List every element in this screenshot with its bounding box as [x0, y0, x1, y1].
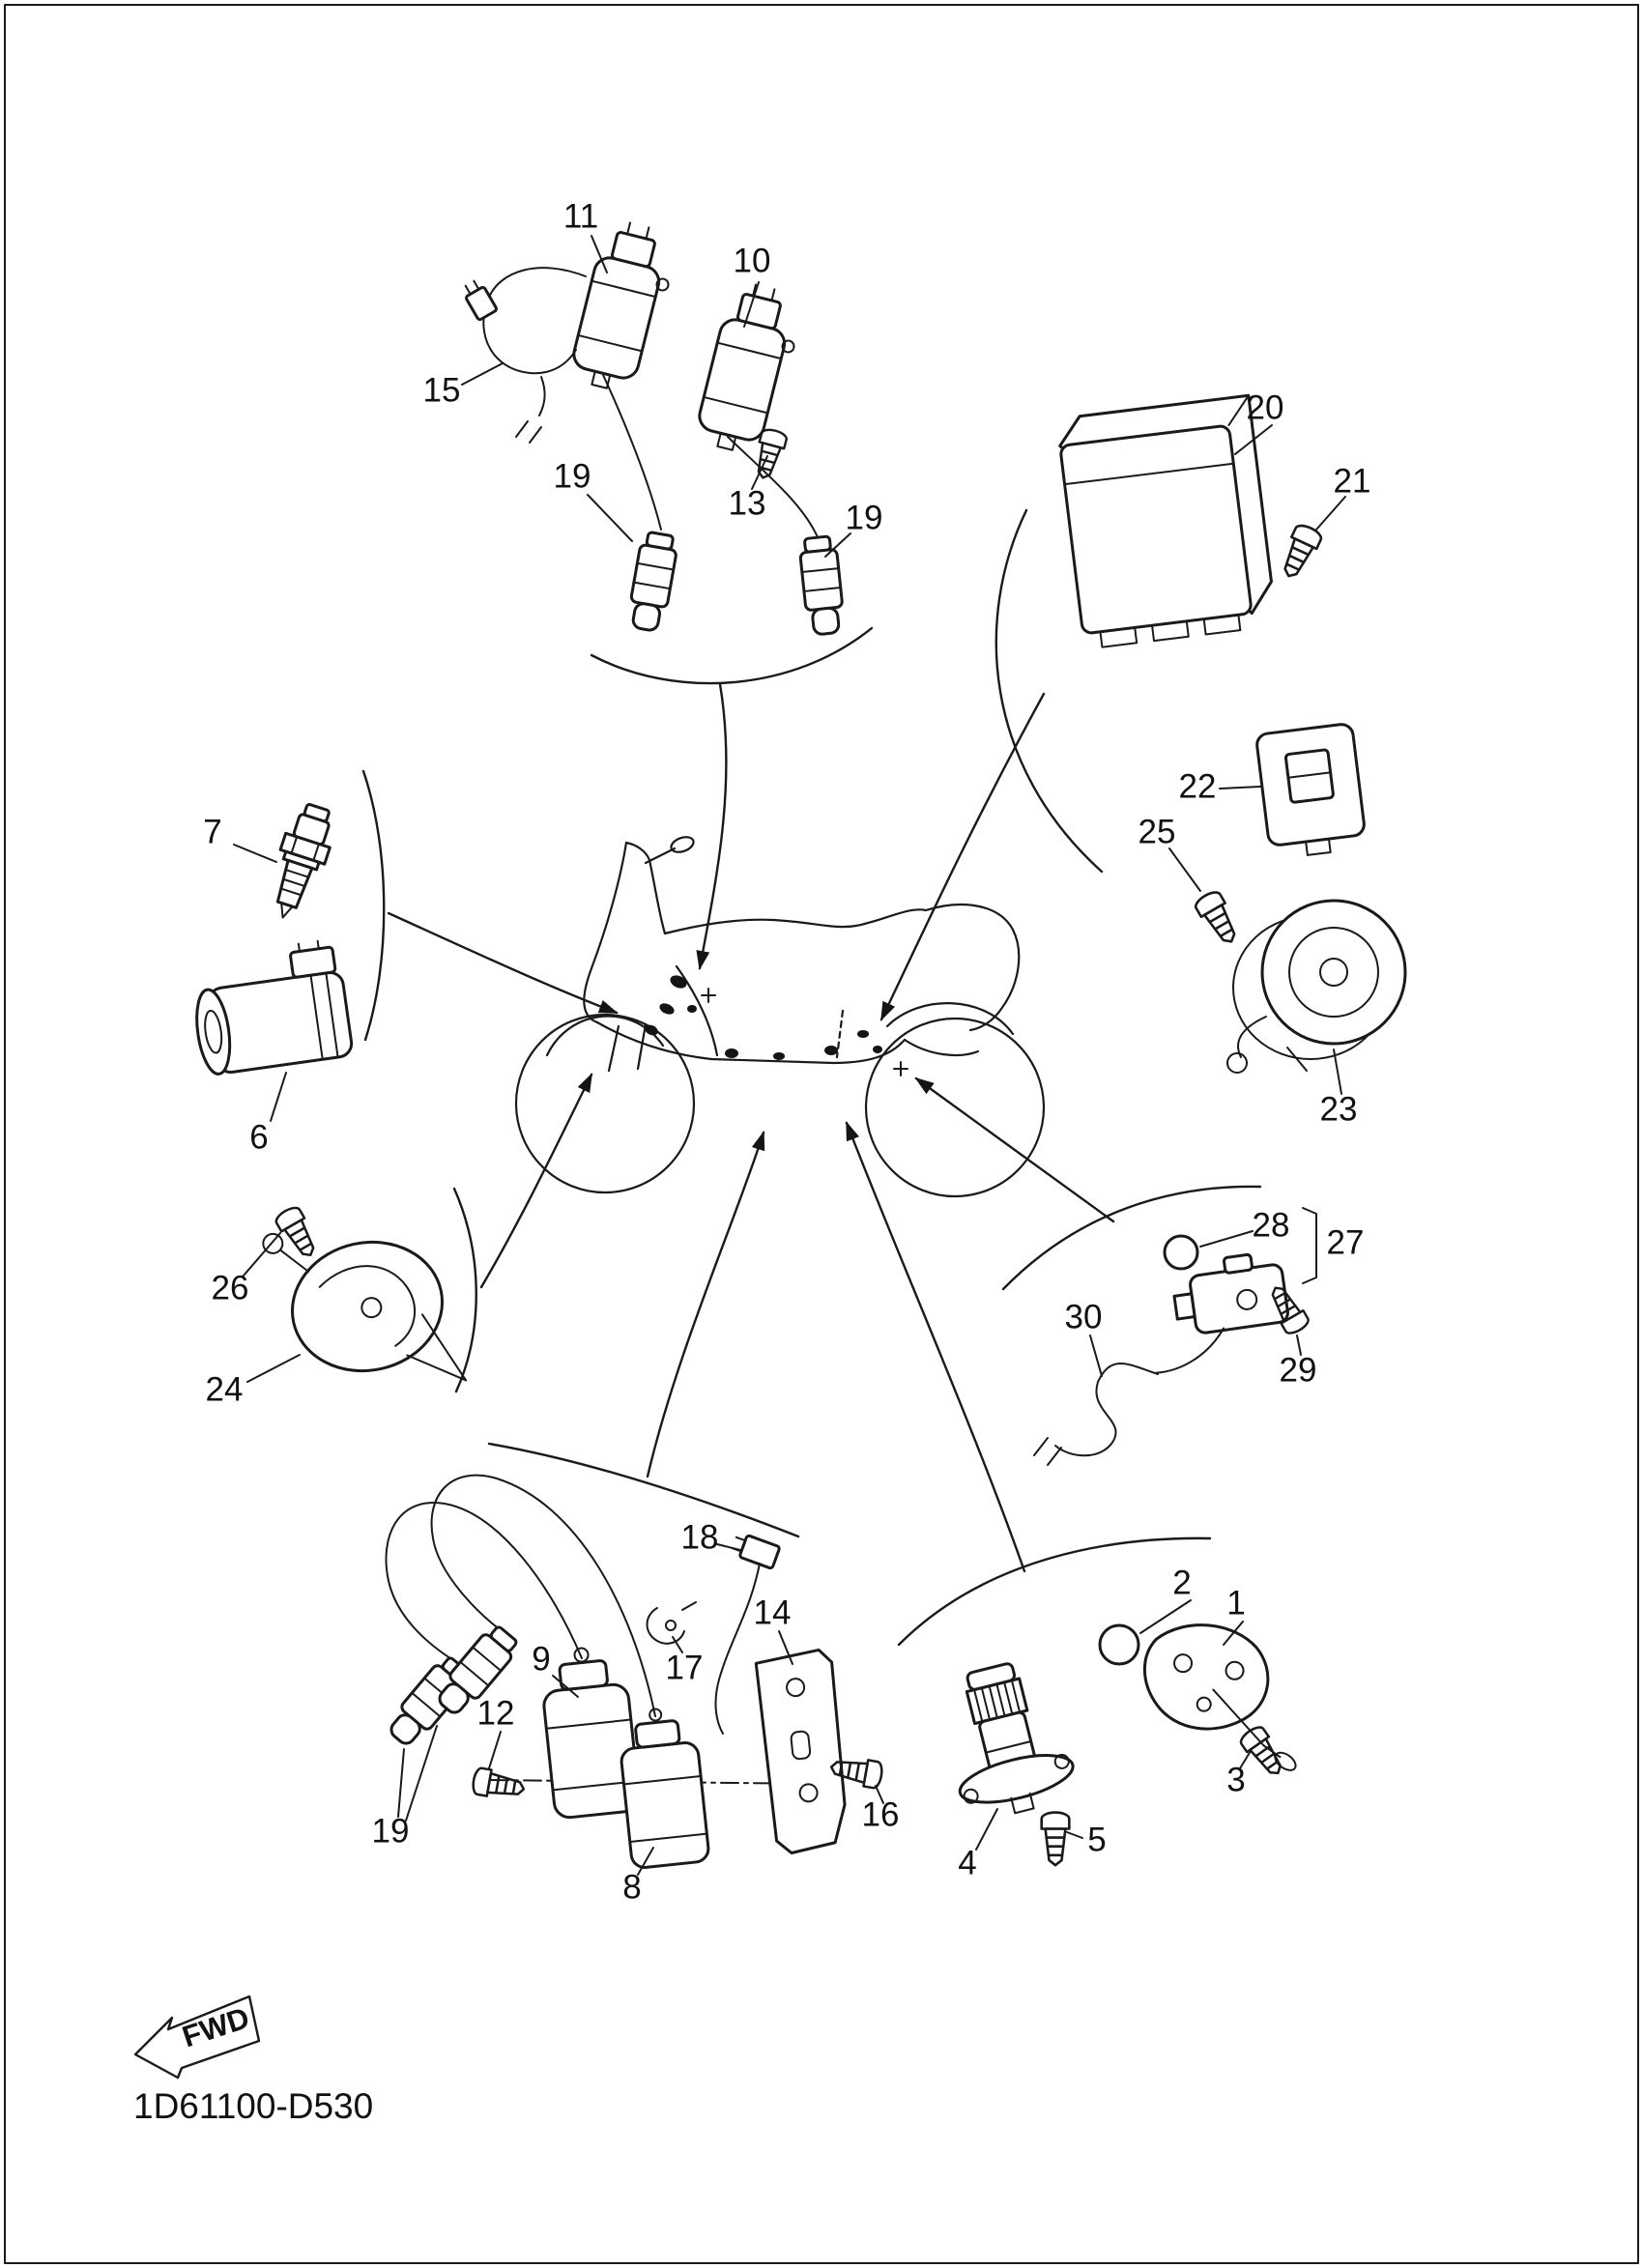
- motorcycle-silhouette: [514, 836, 1046, 1198]
- diagram-code: 1D61100-D530: [133, 2086, 373, 2126]
- spark-plug-lead-right: [727, 436, 848, 638]
- o-ring-2: [1098, 1623, 1140, 1666]
- callout-16: 16: [862, 1795, 900, 1833]
- ecu-unit-20: [1058, 393, 1273, 648]
- location-markers: [645, 975, 908, 1077]
- callout-28: 28: [1253, 1206, 1290, 1244]
- callout-20: 20: [1247, 388, 1284, 426]
- callout-17: 17: [666, 1649, 704, 1686]
- location-arrows: [387, 682, 1115, 1573]
- callout-30: 30: [1065, 1298, 1103, 1335]
- group-brackets: [361, 508, 1262, 1647]
- horn-24: [262, 1232, 468, 1382]
- bracket-left-horn: [452, 1187, 477, 1393]
- callout-15: 15: [423, 371, 461, 409]
- callout-11: 11: [563, 197, 598, 235]
- o-ring-28: [1163, 1234, 1199, 1271]
- callout-25: 25: [1139, 813, 1176, 850]
- callout-21: 21: [1334, 462, 1371, 500]
- wire-30: [1054, 1363, 1159, 1457]
- bottom-coil-group: [382, 1474, 885, 1869]
- callout-5: 5: [1087, 1821, 1106, 1858]
- bolt-12: [470, 1766, 528, 1804]
- bracket-top-coils: [590, 626, 874, 685]
- fuel-sender-assembly: [1033, 1207, 1317, 1466]
- front-wheel: [514, 1013, 696, 1194]
- callout-19a: 19: [554, 457, 591, 495]
- callout-4: 4: [958, 1844, 976, 1881]
- bolt-21: [1275, 521, 1325, 584]
- page-border: [4, 4, 1639, 2264]
- callout-1: 1: [1226, 1584, 1245, 1622]
- callout-6: 6: [249, 1118, 268, 1156]
- pump-4: [958, 1662, 1075, 1815]
- callout-22: 22: [1179, 767, 1217, 805]
- callout-19c: 19: [372, 1812, 410, 1850]
- ignition-coil-10: [698, 283, 795, 451]
- fwd-arrow-icon: FWD: [133, 1995, 261, 2080]
- bolt-5: [1040, 1811, 1071, 1867]
- thermo-switch-7: [275, 802, 331, 919]
- bracket-fuel-pump: [897, 1536, 1212, 1647]
- callout-12: 12: [477, 1694, 515, 1732]
- callout-9: 9: [532, 1640, 550, 1678]
- callout-10: 10: [734, 242, 771, 279]
- callout-26: 26: [212, 1269, 249, 1306]
- callout-2: 2: [1172, 1564, 1191, 1601]
- ignition-coil-11: [572, 221, 670, 389]
- wire-harness-15: [464, 267, 587, 444]
- sender-body: [1154, 1252, 1289, 1374]
- callout-19b: 19: [846, 499, 883, 536]
- callout-23: 23: [1320, 1090, 1358, 1128]
- callout-8: 8: [622, 1868, 641, 1906]
- horn-23: [1226, 899, 1407, 1074]
- callout-14: 14: [754, 1593, 792, 1631]
- bracket-fuel-sender: [1001, 1185, 1262, 1291]
- clamp-17: [646, 1601, 697, 1645]
- callout-labels: 11 10 15 19 13 19 20 21 22 25 23 7 6 26 …: [203, 197, 1370, 1906]
- bracket-left-sensors: [361, 769, 386, 1042]
- callout-27: 27: [1327, 1223, 1365, 1261]
- spark-plug-lead-left: [602, 374, 681, 634]
- callout-29: 29: [1280, 1351, 1317, 1389]
- fuel-pump-group: [958, 1623, 1297, 1867]
- ht-lead-a: [385, 1502, 583, 1663]
- leader-lines: [233, 235, 1346, 1876]
- callout-3: 3: [1226, 1761, 1245, 1798]
- ignition-coil-8: [620, 1708, 710, 1869]
- bolt-25: [1192, 887, 1245, 950]
- callout-18: 18: [681, 1518, 719, 1556]
- sensor-6: [195, 939, 354, 1076]
- relay-22: [1255, 723, 1366, 856]
- bracket-bottom-coils: [487, 1442, 800, 1538]
- callout-24: 24: [206, 1370, 244, 1408]
- callout-7: 7: [203, 813, 221, 850]
- sub-wire-18: [714, 1534, 781, 1735]
- bracket-27: [1302, 1207, 1317, 1284]
- rear-wheel: [864, 1017, 1046, 1198]
- callout-13: 13: [729, 484, 766, 522]
- bracket-right-group: [994, 508, 1104, 874]
- bracket-14: [754, 1648, 847, 1855]
- cock-plate-1: [1143, 1623, 1297, 1771]
- ignition-coil-9: [542, 1647, 641, 1820]
- ht-lead-b: [430, 1474, 656, 1717]
